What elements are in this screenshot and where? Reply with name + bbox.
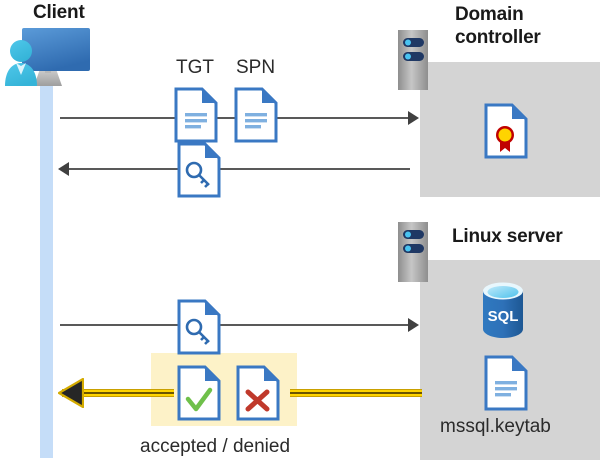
flow-ticket-response-arrowhead: [58, 162, 69, 176]
client-workstation-icon: [4, 25, 92, 87]
spn-label: SPN: [236, 57, 276, 78]
client-lifeline: [40, 75, 53, 458]
client-title: Client: [33, 2, 85, 23]
domain-controller-title-line2: controller: [455, 27, 541, 48]
domain-controller-title-line1: Domain: [455, 4, 524, 25]
flow-ticket-response-line: [60, 168, 410, 170]
document-icon-keytab: [484, 355, 528, 411]
flow-accepted-denied-line-right: [290, 389, 422, 397]
document-icon-tgt: [174, 87, 218, 143]
server-rack-icon-linux: [398, 222, 428, 282]
document-icon-spn: [234, 87, 278, 143]
sql-database-icon: SQL: [478, 281, 528, 339]
document-certificate-icon: [484, 103, 528, 159]
document-key-icon-ticket: [177, 142, 221, 198]
tgt-label: TGT: [176, 57, 214, 78]
document-check-icon-accepted: [177, 365, 221, 421]
server-rack-icon-dc: [398, 30, 428, 90]
flow-accepted-denied-arrowhead: [58, 378, 84, 408]
linux-server-title: Linux server: [452, 226, 563, 247]
flow-service-ticket-request-arrowhead: [408, 318, 419, 332]
svg-text:SQL: SQL: [488, 308, 519, 325]
flow-accepted-denied-line-left: [62, 389, 174, 397]
flow-tgt-spn-request-arrowhead: [408, 111, 419, 125]
domain-controller-title: Domain controller: [455, 3, 600, 49]
accepted-denied-label: accepted / denied: [140, 436, 291, 457]
document-key-icon-service-ticket: [177, 299, 221, 355]
flow-service-ticket-request-line: [60, 324, 410, 326]
document-cross-icon-denied: [236, 365, 280, 421]
mssql-keytab-label: mssql.keytab: [440, 416, 551, 437]
